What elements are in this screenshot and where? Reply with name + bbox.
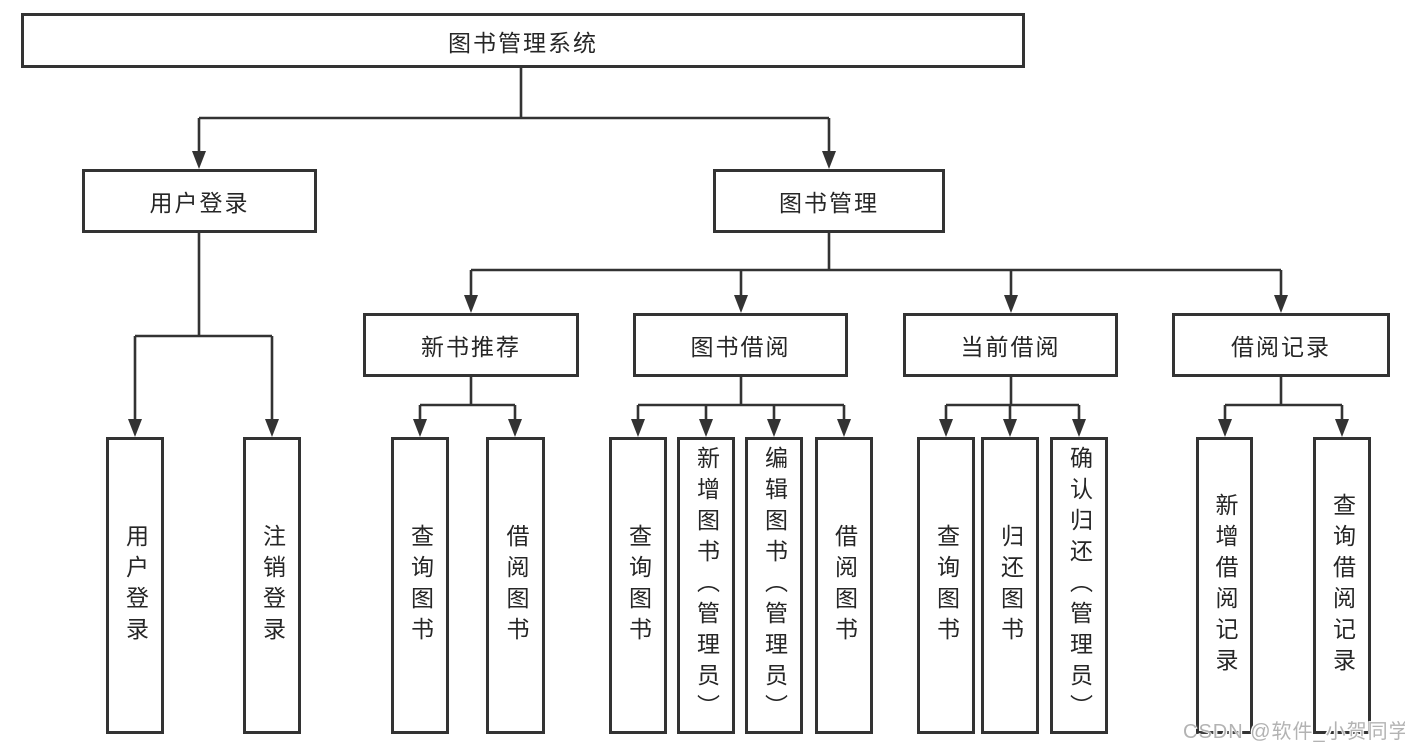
node-label: 图书借阅 bbox=[690, 334, 791, 360]
arrowhead-icons bbox=[128, 151, 1349, 437]
node-label: 查询图书 bbox=[407, 523, 434, 648]
node-new-book-recommend: 新书推荐 bbox=[363, 313, 579, 377]
node-label: 新书推荐 bbox=[421, 334, 521, 360]
connector-paths bbox=[133, 68, 1344, 424]
node-label: 新增借阅记录 bbox=[1212, 492, 1238, 679]
node-leaf-borrow-books-recommend: 借阅图书 bbox=[486, 437, 545, 734]
node-label: 借阅图书 bbox=[503, 523, 529, 648]
node-label: 用户登录 bbox=[122, 523, 149, 648]
node-label: 当前借阅 bbox=[960, 334, 1061, 360]
node-leaf-confirm-return-admin: 确认归还（管理员） bbox=[1050, 437, 1108, 734]
node-label: 注销登录 bbox=[259, 523, 286, 648]
node-leaf-edit-book-admin: 编辑图书（管理员） bbox=[745, 437, 803, 734]
node-leaf-borrow-books: 借阅图书 bbox=[815, 437, 873, 734]
node-label: 图书管理系统 bbox=[448, 29, 598, 56]
node-leaf-add-borrow-record: 新增借阅记录 bbox=[1196, 437, 1253, 734]
node-borrow-records: 借阅记录 bbox=[1172, 313, 1390, 377]
node-label: 归还图书 bbox=[997, 523, 1024, 648]
node-label: 编辑图书（管理员） bbox=[761, 446, 788, 725]
node-user-login: 用户登录 bbox=[82, 169, 317, 233]
node-book-borrow: 图书借阅 bbox=[633, 313, 848, 377]
node-book-management: 图书管理 bbox=[713, 169, 945, 233]
node-label: 借阅记录 bbox=[1231, 334, 1331, 360]
node-library-system: 图书管理系统 bbox=[21, 13, 1025, 68]
node-label: 用户登录 bbox=[149, 190, 250, 216]
node-leaf-user-login: 用户登录 bbox=[106, 437, 164, 734]
node-leaf-add-book-admin: 新增图书（管理员） bbox=[677, 437, 735, 734]
node-label: 借阅图书 bbox=[831, 523, 858, 648]
node-leaf-query-books-current: 查询图书 bbox=[917, 437, 975, 734]
node-label: 查询图书 bbox=[625, 523, 652, 648]
node-leaf-query-books-borrow: 查询图书 bbox=[609, 437, 667, 734]
node-leaf-logout: 注销登录 bbox=[243, 437, 301, 734]
node-label: 查询借阅记录 bbox=[1329, 492, 1356, 679]
node-leaf-query-books-recommend: 查询图书 bbox=[391, 437, 449, 734]
node-label: 确认归还（管理员） bbox=[1066, 446, 1093, 725]
node-leaf-return-book: 归还图书 bbox=[981, 437, 1039, 734]
node-leaf-query-borrow-record: 查询借阅记录 bbox=[1313, 437, 1371, 734]
node-label: 查询图书 bbox=[933, 523, 960, 648]
node-current-borrow: 当前借阅 bbox=[903, 313, 1118, 377]
node-label: 图书管理 bbox=[779, 190, 879, 216]
node-label: 新增图书（管理员） bbox=[693, 446, 720, 725]
csdn-watermark: CSDN @软件_小贺同学 bbox=[1183, 721, 1405, 743]
